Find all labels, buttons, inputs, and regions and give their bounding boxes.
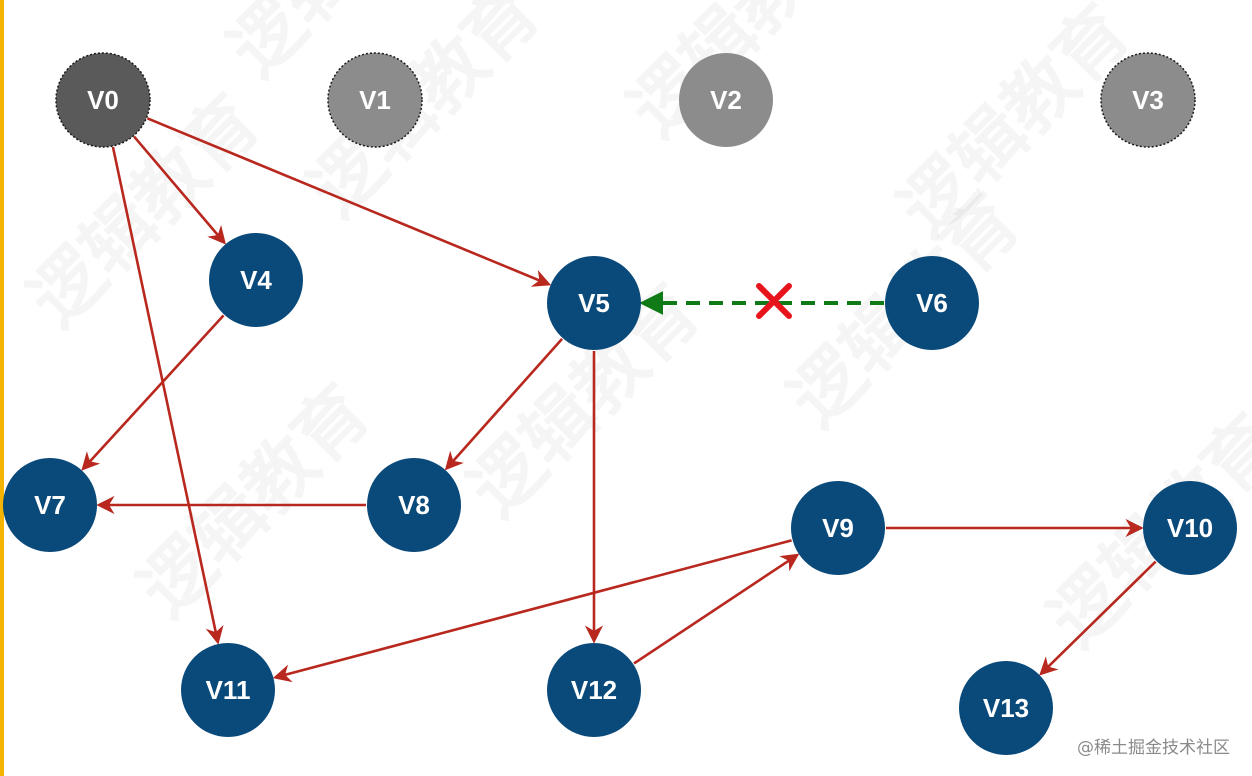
node-circle (959, 661, 1053, 755)
node-label: V6 (916, 288, 948, 318)
watermark-text: 逻辑教育 (883, 0, 1146, 252)
node-circle (679, 53, 773, 147)
node-label: V5 (578, 288, 610, 318)
node-label: V0 (87, 85, 119, 115)
edge-v0-v11 (111, 146, 224, 645)
node-label: V3 (1132, 85, 1164, 115)
node-label: V7 (34, 490, 66, 520)
edge-v10-v13 (1039, 560, 1157, 676)
node-v6: V6 (885, 256, 979, 350)
node-label: V9 (822, 513, 854, 543)
node-v3: V3 (1100, 52, 1196, 148)
node-v10: V10 (1143, 481, 1237, 575)
node-circle (327, 52, 423, 148)
edge-v0-v4 (133, 135, 226, 245)
node-label: V13 (983, 693, 1029, 723)
edge-v5-v8 (444, 337, 564, 471)
node-circle (791, 481, 885, 575)
node-circle (885, 256, 979, 350)
node-label: V8 (398, 490, 430, 520)
node-circle (55, 52, 151, 148)
node-label: V4 (240, 265, 272, 295)
accent-bar (0, 0, 4, 776)
node-v2: V2 (679, 53, 773, 147)
node-v8: V8 (367, 458, 461, 552)
node-label: V2 (710, 85, 742, 115)
watermark-layer: 逻辑教育逻辑教育逻辑教育逻辑教育逻辑教育逻辑教育逻辑教育逻辑教育逻辑教育 (13, 0, 1252, 662)
node-v1: V1 (327, 52, 423, 148)
node-label: V11 (206, 675, 251, 705)
node-label: V12 (571, 675, 617, 705)
blocked-cross-icon (756, 283, 792, 319)
node-circle (3, 458, 97, 552)
node-circle (181, 643, 275, 737)
node-label: V10 (1167, 513, 1213, 543)
node-circle (1100, 52, 1196, 148)
edge-v9-v11 (272, 539, 792, 683)
node-circle (1143, 481, 1237, 575)
node-v0: V0 (55, 52, 151, 148)
node-v4: V4 (209, 233, 303, 327)
node-v12: V12 (547, 643, 641, 737)
edge-v12-v9 (633, 553, 800, 665)
node-circle (209, 233, 303, 327)
watermark-text: 逻辑教育 (123, 369, 386, 632)
node-circle (547, 256, 641, 350)
node-v13: V13 (959, 661, 1053, 755)
node-v11: V11 (181, 643, 275, 737)
node-v7: V7 (3, 458, 97, 552)
edge-v0-v5 (146, 117, 552, 287)
node-circle (547, 643, 641, 737)
edge-v4-v7 (81, 314, 225, 471)
node-circle (367, 458, 461, 552)
node-v5: V5 (547, 256, 641, 350)
mark-layer (756, 283, 792, 319)
node-label: V1 (359, 85, 391, 115)
node-v9: V9 (791, 481, 885, 575)
credit-text: @稀土掘金技术社区 (1077, 738, 1230, 758)
edge-layer (81, 117, 1157, 683)
